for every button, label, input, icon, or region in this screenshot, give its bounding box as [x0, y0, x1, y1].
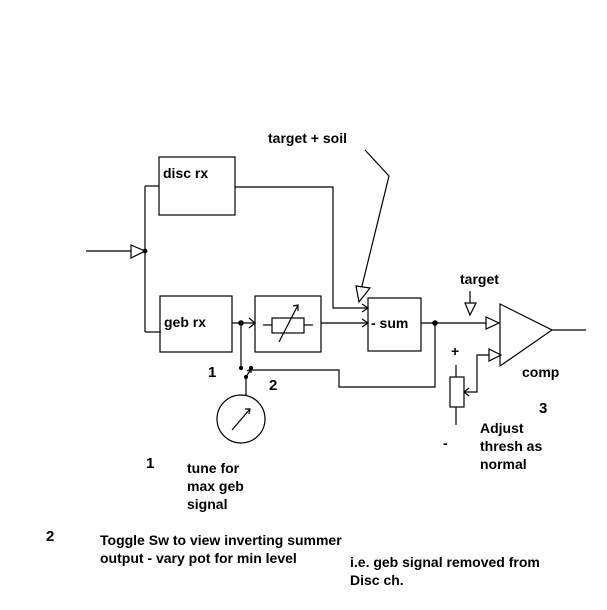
threshold-wiper-line	[464, 354, 489, 393]
note-2-number: 2	[46, 528, 55, 545]
sum-label: - sum	[371, 315, 409, 331]
note-extra-text: i.e. geb signal removed from Disc ch.	[350, 554, 540, 588]
disc-to-sum-line	[235, 186, 368, 309]
comparator-block	[499, 303, 554, 368]
step-3-number: 3	[539, 400, 548, 417]
target-soil-arrow-icon	[355, 285, 372, 304]
sum-feedback-line	[251, 323, 436, 388]
meter-icon	[216, 394, 266, 444]
input-arrow-icon	[130, 244, 147, 259]
switch-contact-1[interactable]	[238, 365, 244, 371]
target-label: target	[460, 271, 499, 287]
threshold-pot[interactable]	[449, 376, 465, 408]
target-arrow-icon	[464, 302, 477, 317]
switch-position-2-label: 2	[269, 377, 278, 394]
note-1-text: tune for max geb signal	[187, 460, 244, 512]
disc-rx-block	[158, 156, 236, 216]
comp-input-arrow-icon	[485, 316, 501, 330]
sum-block	[367, 297, 422, 352]
step-3-text: Adjust thresh as normal	[480, 420, 543, 472]
target-soil-label: target + soil	[268, 130, 347, 146]
note-2-text: Toggle Sw to view inverting summer outpu…	[100, 532, 342, 566]
geb-rx-label: geb rx	[164, 314, 207, 330]
geb-rx-block	[159, 295, 233, 353]
variable-resistor-arrow-icon	[278, 304, 299, 343]
comp-ref-arrow-icon	[488, 348, 503, 362]
variable-resistor-block	[254, 295, 322, 353]
pot-minus-label: -	[443, 435, 448, 451]
comp-label: comp	[522, 364, 560, 380]
disc-rx-label: disc rx	[163, 165, 209, 181]
pot-plus-label: +	[451, 343, 460, 359]
target-soil-pointer	[360, 149, 390, 291]
note-1-number: 1	[146, 455, 155, 472]
switch-position-1-label: 1	[208, 364, 217, 381]
